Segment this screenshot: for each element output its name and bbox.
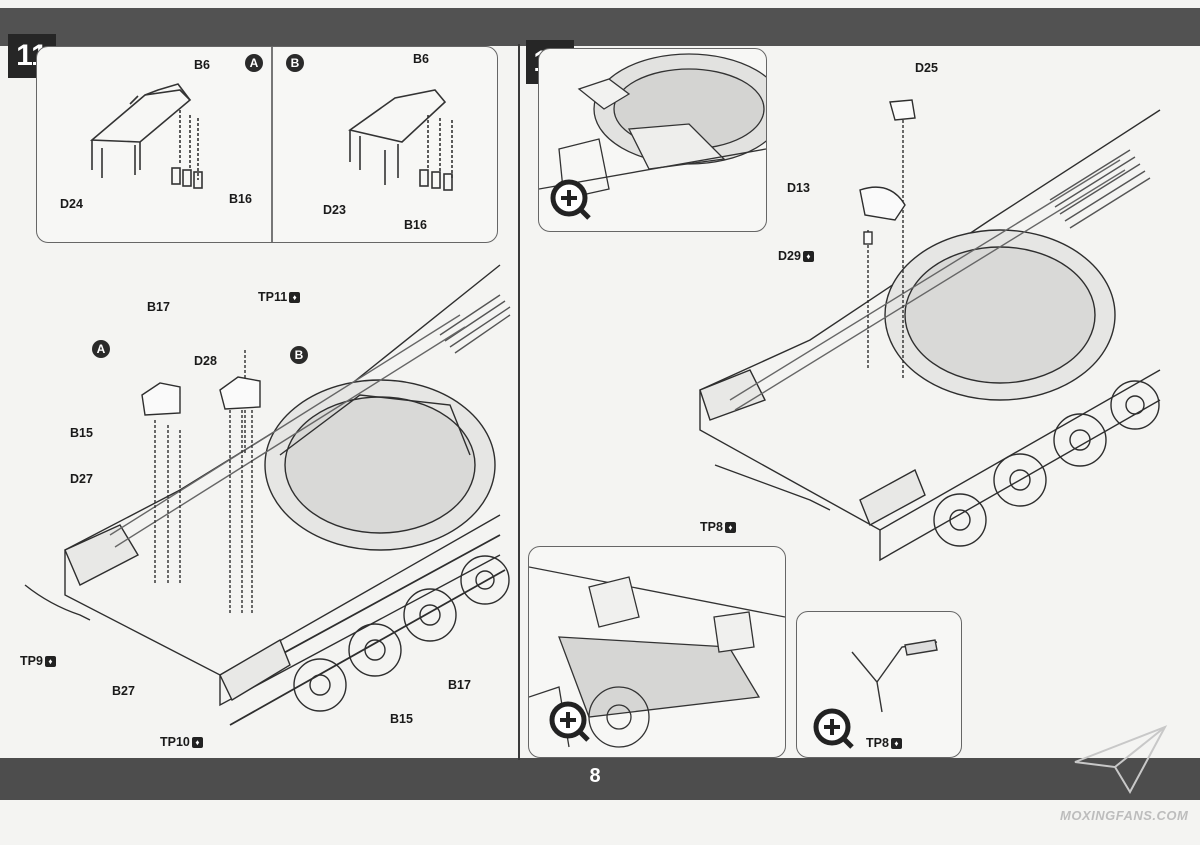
- page-number: 8: [589, 765, 601, 787]
- label-d25: D25: [915, 61, 938, 75]
- sprue-icon: ♦: [890, 738, 902, 750]
- header-band: [0, 8, 1200, 46]
- inset-divider: [271, 47, 273, 242]
- fender-detail-drawing: [529, 566, 785, 748]
- handrail-a-drawing: [89, 83, 203, 189]
- zoom-icon: [549, 178, 591, 225]
- label-b15-left: B15: [70, 426, 93, 440]
- label-d23: D23: [323, 203, 346, 217]
- label-b17-bottom: B17: [448, 678, 471, 692]
- watermark-text: MOXINGFANS.COM: [1060, 808, 1189, 823]
- label-b16-a: B16: [229, 192, 252, 206]
- label-tp10: TP10♦: [160, 735, 203, 749]
- label-tp8: TP8♦: [700, 520, 736, 534]
- sprue-icon: ♦: [44, 656, 56, 668]
- label-b16-b: B16: [404, 218, 427, 232]
- paper-plane-logo: [1074, 725, 1168, 795]
- handrail-b-drawing: [348, 89, 453, 191]
- marker-a-main: A: [92, 340, 110, 358]
- label-d24: D24: [60, 197, 83, 211]
- label-tp9: TP9♦: [20, 654, 56, 668]
- footer-band: [0, 758, 1200, 800]
- label-tp11: TP11♦: [258, 290, 301, 304]
- tank-hull-step12-drawing: [699, 99, 1161, 562]
- label-d27: D27: [70, 472, 93, 486]
- marker-b-main: B: [290, 346, 308, 364]
- zoom-icon: [548, 700, 590, 747]
- zoom-icon: [812, 707, 854, 754]
- label-b15-bottom: B15: [390, 712, 413, 726]
- label-b6-b: B6: [413, 52, 429, 66]
- sprue-icon: ♦: [191, 737, 203, 749]
- step-11-inset: [36, 46, 498, 243]
- label-b17-top: B17: [147, 300, 170, 314]
- tp8-part-drawing: [851, 639, 938, 713]
- marker-b: B: [286, 54, 304, 72]
- label-b27: B27: [112, 684, 135, 698]
- sprue-icon: ♦: [724, 522, 736, 534]
- label-d13: D13: [787, 181, 810, 195]
- sprue-icon: ♦: [289, 292, 301, 304]
- label-d28: D28: [194, 354, 217, 368]
- label-d29: D29♦: [778, 249, 814, 263]
- hatch-detail-drawing: [539, 53, 766, 200]
- step-divider: [518, 44, 520, 760]
- label-b6-a: B6: [194, 58, 210, 72]
- sprue-icon: ♦: [802, 251, 814, 263]
- marker-a: A: [245, 54, 263, 72]
- step-12-zoom-inset-bottom: [528, 546, 786, 758]
- label-tp8-zoom: TP8♦: [866, 736, 902, 750]
- tank-hull-step11-drawing: [24, 264, 511, 726]
